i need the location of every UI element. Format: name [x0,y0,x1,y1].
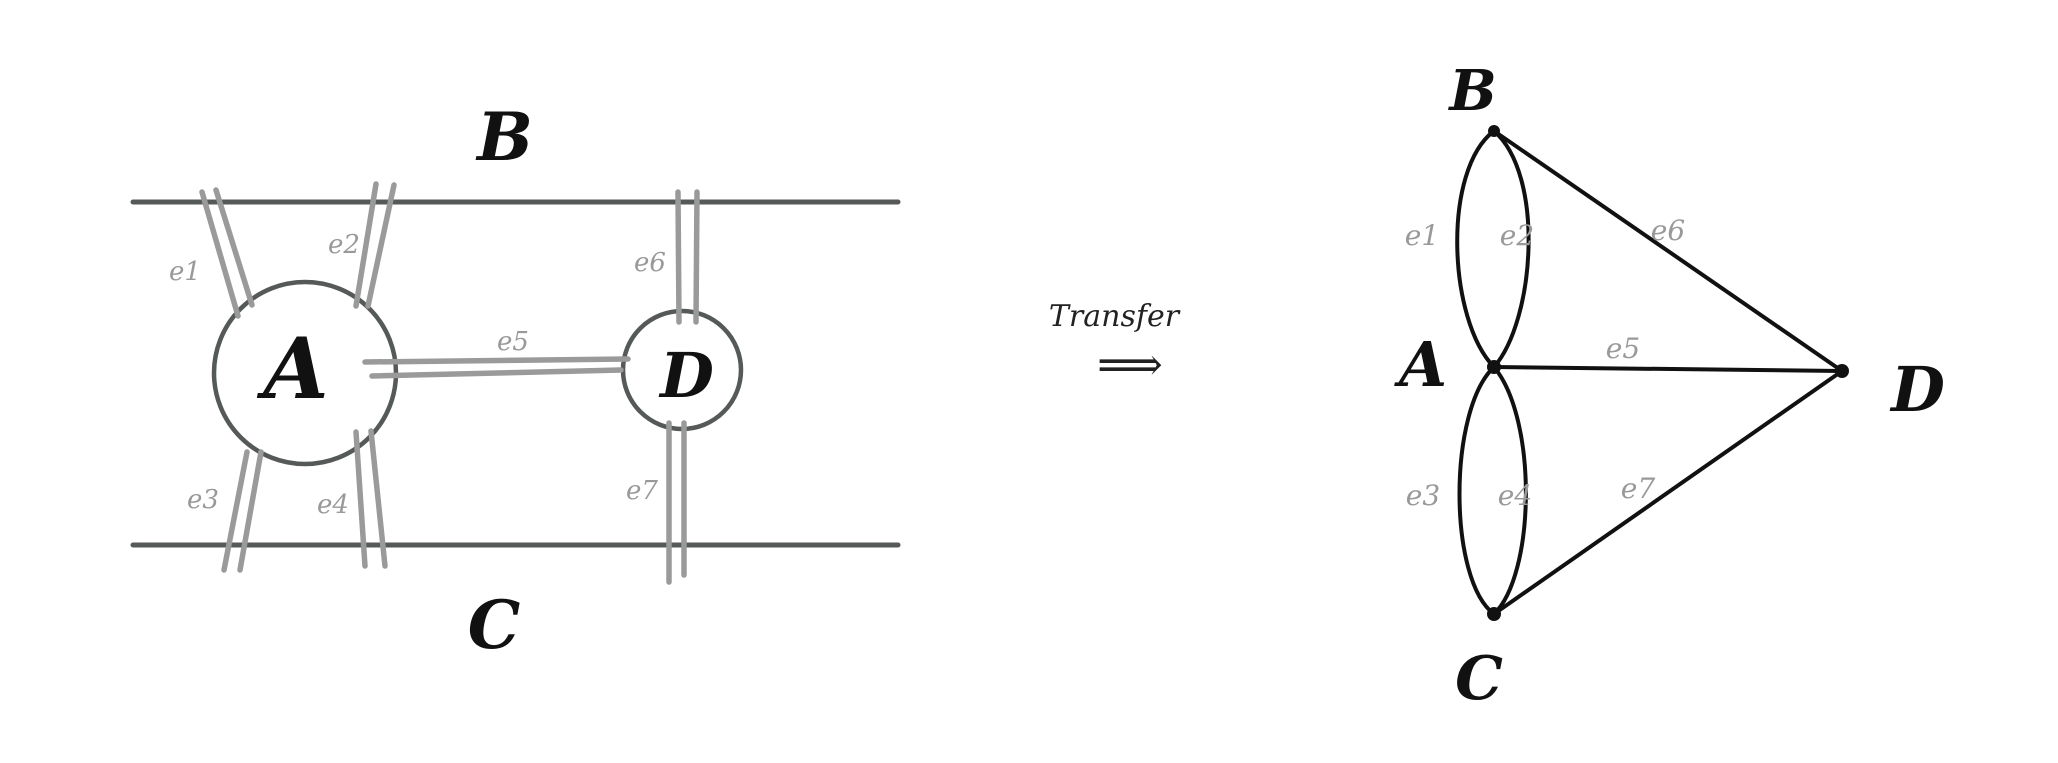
graph-label-b: B [1447,58,1496,124]
graph-edge-label-e4: e4 [1498,479,1532,512]
graph-edge-e1 [1455,129,1496,369]
land-label-a: A [256,319,328,418]
graph-edge-e7 [1492,369,1844,616]
bridge-e4 [353,428,388,569]
graph-node-b [1488,125,1500,137]
bridge-e2 [353,181,397,309]
graph-edge-e4 [1492,365,1528,616]
graph-label-a: A [1394,328,1447,401]
graph-node-c [1487,607,1501,621]
graph-edge-e6 [1492,129,1844,373]
transfer-label: Transfer [1049,299,1181,334]
bridge-e3 [221,449,264,573]
bridge-label-e7: e7 [626,476,658,506]
graph-node-a [1487,360,1501,374]
bridge-label-e1: e1 [169,257,201,287]
graph-edge-label-e2: e2 [1500,219,1534,252]
bridge-label-e4: e4 [317,490,349,520]
bridge-e6 [675,189,700,325]
graph-label-c: C [1455,644,1503,714]
transfer-arrow: Transfer ⟹ [1049,299,1181,391]
land-label-c: C [468,586,521,664]
bridge-label-e5: e5 [497,327,529,357]
graph-node-d [1835,364,1849,378]
graph-label-d: D [1889,353,1945,426]
bridge-e1 [199,187,255,319]
graph-edge-label-e7: e7 [1621,472,1656,505]
land-label-d: D [658,339,714,412]
bridge-label-e3: e3 [187,485,219,515]
graph-edge-label-e3: e3 [1406,479,1440,512]
graph-edge-e5 [1492,365,1844,373]
graph-edge-label-e1: e1 [1405,219,1439,252]
graph: B A C D e1 e2 e6 e5 e3 e4 e7 [1394,58,1945,714]
bridge-label-e6: e6 [634,248,666,278]
double-arrow-icon: ⟹ [1097,337,1163,391]
graph-edge-label-e6: e6 [1651,214,1685,247]
land-label-b: B [475,98,533,176]
graph-edge-label-e5: e5 [1606,332,1640,365]
bridge-e7 [666,420,687,585]
graph-edge-e2 [1492,129,1531,369]
bridges-sketch: B A D C e1 e2 e5 e6 e3 e4 e7 [130,98,901,664]
bridge-label-e2: e2 [328,230,360,260]
graph-edge-e3 [1457,365,1496,616]
bridge-e5 [362,356,631,379]
